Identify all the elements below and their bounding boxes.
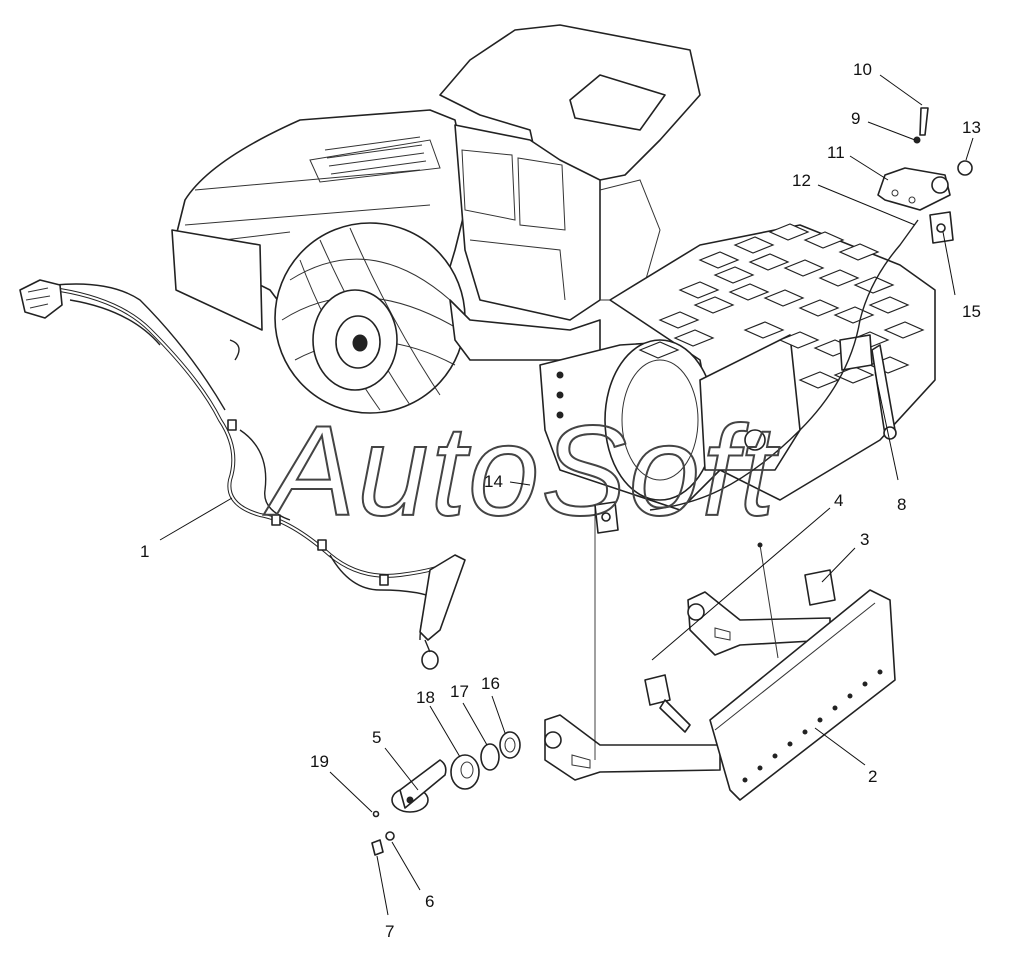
callout-10: 10 <box>853 60 872 79</box>
callout-5: 5 <box>372 728 381 747</box>
callout-3: 3 <box>860 530 869 549</box>
dozer-blade-assembly <box>544 542 896 801</box>
watermark: AutoSoft <box>263 400 779 543</box>
callout-15: 15 <box>962 302 981 321</box>
callout-17: 17 <box>450 682 469 701</box>
callout-16: 16 <box>481 674 500 693</box>
roller-machine <box>171 24 936 511</box>
callout-9: 9 <box>851 109 860 128</box>
callout-1: 1 <box>140 542 149 561</box>
hose-harness <box>19 279 466 670</box>
callout-13: 13 <box>962 118 981 137</box>
callout-6: 6 <box>425 892 434 911</box>
leader-lines <box>159 74 974 916</box>
callout-11: 11 <box>827 143 845 162</box>
callout-2: 2 <box>868 767 877 786</box>
callout-4: 4 <box>834 491 843 510</box>
callouts: 1 2 3 4 5 6 7 8 9 10 11 12 13 14 15 16 1… <box>140 60 981 941</box>
callout-12: 12 <box>792 171 811 190</box>
callout-19: 19 <box>310 752 329 771</box>
small-parts <box>371 107 973 856</box>
callout-8: 8 <box>897 495 906 514</box>
blade-holes <box>742 669 883 783</box>
callout-14: 14 <box>484 472 503 491</box>
callout-18: 18 <box>416 688 435 707</box>
callout-7: 7 <box>385 922 394 941</box>
